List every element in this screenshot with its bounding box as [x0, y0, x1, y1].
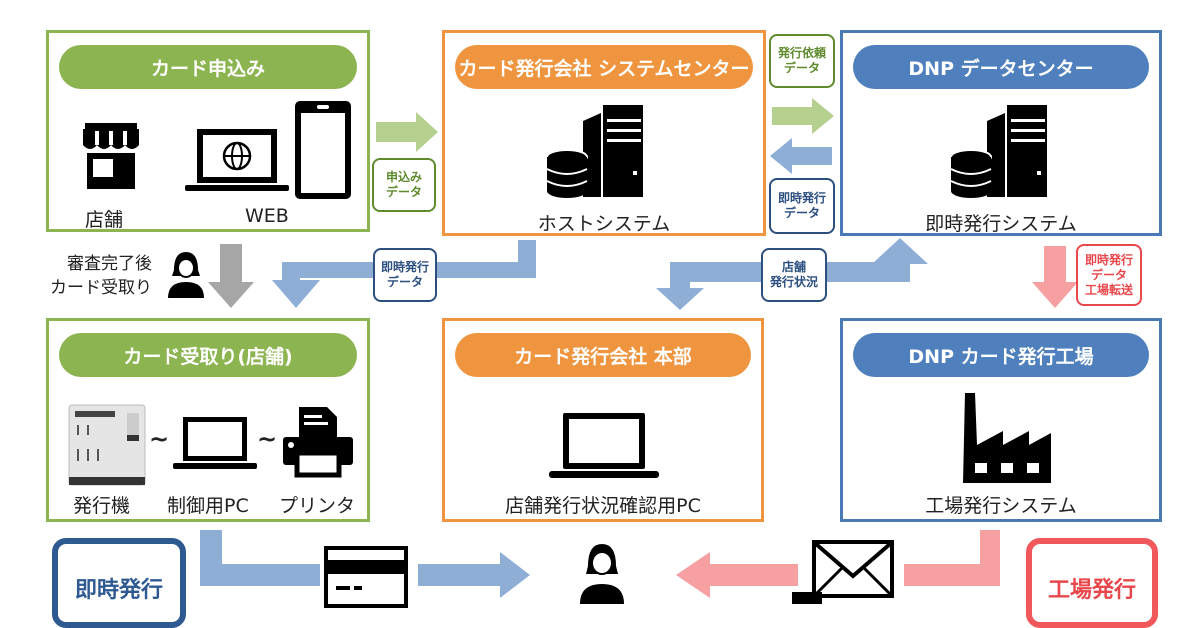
- arrow-instant-issue-flow: [200, 530, 530, 598]
- arrow-dnp-to-system: [770, 138, 832, 174]
- dnp-factory-title: DNP カード発行工場: [853, 333, 1149, 377]
- smartphone-icon: [295, 101, 351, 199]
- laptop-icon: [173, 417, 257, 469]
- pickup-after-review-note: 審査完了後 カード受取り: [50, 254, 152, 298]
- server-database-icon: [546, 105, 643, 198]
- card-pickup-store-title: カード受取り(店舗): [59, 333, 357, 377]
- mail-envelope-icon: [792, 540, 894, 604]
- person-icon: [168, 252, 204, 298]
- application-data-tag: 申込みデータ: [372, 158, 436, 212]
- store-issue-status-tag: 店舗発行状況: [761, 248, 827, 302]
- factory-transfer-tag: 即時発行データ工場転送: [1076, 244, 1142, 306]
- arrow-factory-transfer: [1032, 246, 1078, 308]
- card-icon: [324, 546, 408, 608]
- laptop-icon: [549, 413, 659, 478]
- store-label: 店舗: [85, 209, 124, 231]
- card-pickup-store-box: カード受取り(店舗) ~ ~ 発行機 制御用PC プリンタ: [46, 318, 370, 522]
- card-issuing-machine-icon: [68, 404, 146, 486]
- headquarters-box: カード発行会社 本部 店舗発行状況確認用PC: [442, 318, 764, 522]
- issuing-machine-label: 発行機: [73, 495, 131, 517]
- dnp-data-center-box: DNP データセンター 即時発行システム: [840, 30, 1162, 236]
- factory-issue-system-label: 工場発行システム: [925, 495, 1077, 517]
- issue-request-data-tag: 発行依頼データ: [769, 34, 835, 88]
- factory-icon: [963, 393, 1051, 483]
- arrow-application-to-system-center: [376, 112, 438, 152]
- instant-issue-badge: 即時発行: [52, 538, 186, 628]
- headquarters-title: カード発行会社 本部: [455, 333, 751, 377]
- instant-issue-data-tag: 即時発行データ: [769, 178, 835, 234]
- system-center-title: カード発行会社 システムセンター: [455, 45, 753, 89]
- factory-issue-badge: 工場発行: [1026, 538, 1158, 628]
- printer-icon: [283, 407, 353, 478]
- arrow-factory-issue-flow: [676, 530, 1000, 598]
- store-status-pc-label: 店舗発行状況確認用PC: [505, 495, 701, 517]
- laptop-globe-icon: [185, 129, 289, 191]
- system-center-box: カード発行会社 システムセンター ホストシステム: [442, 30, 766, 236]
- card-application-title: カード申込み: [59, 45, 357, 89]
- dnp-factory-box: DNP カード発行工場 工場発行システム: [840, 318, 1162, 522]
- host-system-label: ホストシステム: [537, 213, 671, 235]
- dnp-data-center-title: DNP データセンター: [853, 45, 1149, 89]
- instant-issue-system-label: 即時発行システム: [925, 213, 1077, 235]
- instant-issue-data-tag-to-store: 即時発行データ: [373, 248, 437, 302]
- printer-label: プリンタ: [279, 495, 356, 517]
- tilde-connector: ~: [149, 425, 170, 453]
- web-label: WEB: [245, 205, 289, 227]
- arrow-pickup-down: [208, 244, 254, 308]
- card-application-box: カード申込み 店舗 WEB: [46, 30, 370, 232]
- store-icon: [83, 123, 139, 189]
- server-database-icon: [950, 105, 1047, 198]
- person-icon: [580, 544, 624, 604]
- control-pc-label: 制御用PC: [167, 495, 249, 517]
- tilde-connector: ~: [257, 425, 278, 453]
- arrow-system-to-dnp: [772, 98, 834, 134]
